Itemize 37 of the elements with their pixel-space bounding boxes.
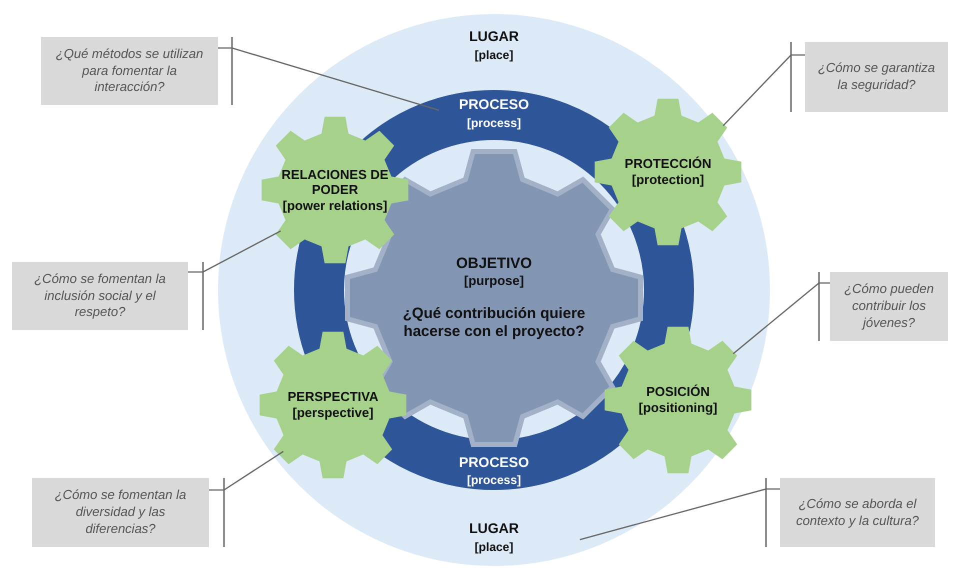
place-subtitle: [place] [474,540,514,554]
gear-subtitle: [purpose] [464,273,524,289]
place-label: LUGAR [469,520,519,536]
leader-line [732,282,830,354]
gear-question: ¿Qué contribución quiere hacerse con el proyecto? [402,304,586,341]
leader-line [209,450,284,491]
gear-title: RELACIONES DE PODER [280,166,390,198]
question-text: ¿Cómo pueden contribuir los jóvenes? [843,281,935,332]
process-subtitle: [process] [466,473,522,487]
gear-subtitle: [power relations] [282,198,388,214]
question-box [780,478,935,547]
gear-title: PROTECCIÓN [624,156,712,172]
gear-title: OBJETIVO [456,255,532,274]
leader-line [218,47,440,111]
question-text: ¿Cómo se fomentan la diversidad y las diferencias? [54,487,188,538]
question-box [41,37,218,105]
process-label: PROCESO [458,454,529,470]
process-label: PROCESO [458,96,529,112]
question-box [32,478,209,547]
gear-subtitle: [positioning] [638,400,718,416]
gear-subtitle: [protection] [632,172,704,188]
question-box [12,262,188,330]
gear-title: PERSPECTIVA [288,389,378,405]
leader-line [580,488,780,540]
leader-line [188,230,281,273]
leader-line [722,54,805,126]
question-box [830,272,948,341]
question-text: ¿Cómo se fomentan la inclusión social y el respeto? [33,270,167,322]
process-subtitle: [process] [466,116,522,130]
gear-subtitle: [perspective] [292,405,374,421]
place-label: LUGAR [469,28,519,44]
place-subtitle: [place] [474,48,514,62]
question-box [805,42,948,112]
question-text: ¿Cómo se aborda el contexto y la cultura? [795,496,920,530]
gear-title: POSICIÓN [646,384,710,400]
question-text: ¿Qué métodos se utilizan para fomentar la interacción? [54,46,204,96]
question-text: ¿Cómo se garantiza la seguridad? [816,60,936,94]
